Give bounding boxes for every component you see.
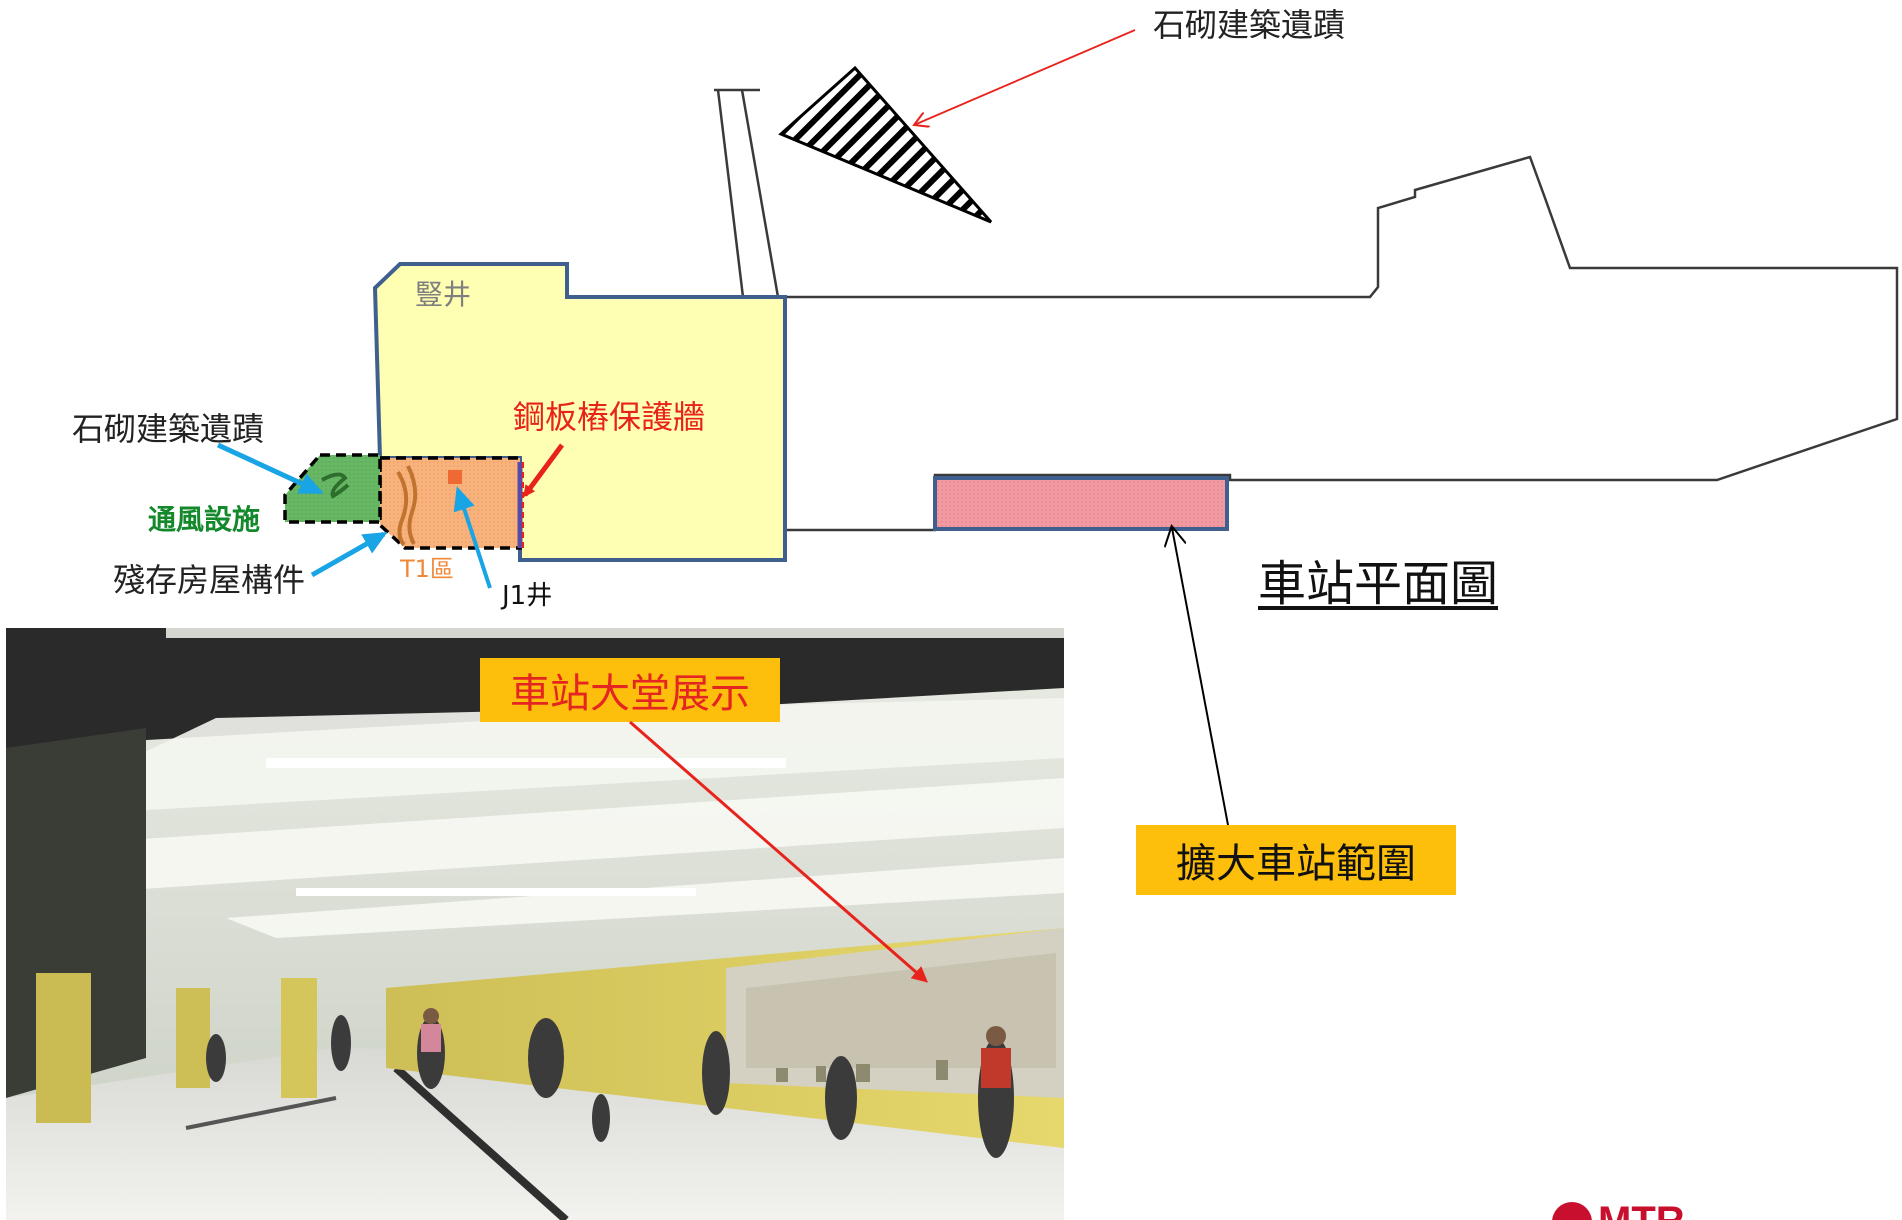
label-steel-wall: 鋼板樁保護牆 [513, 398, 706, 436]
label-t1-zone: T1區 [400, 555, 454, 583]
arrow-expand-area [1172, 528, 1229, 826]
label-concourse-display: 車站大堂展示 [480, 658, 780, 722]
arrow-steel-wall [522, 443, 565, 498]
stone-ruins-top [778, 65, 993, 224]
arrow-stone-ruins-top [914, 29, 1136, 125]
label-j1-well: J1井 [502, 581, 553, 611]
label-expand-area: 擴大車站範圍 [1136, 825, 1456, 895]
label-stone-ruins-top: 石砌建築遺蹟 [1153, 6, 1346, 44]
arrow-stone-ruins-left [216, 442, 324, 495]
station-outline [785, 155, 1899, 532]
svg-text:MTR: MTR [1598, 1200, 1685, 1220]
residual-house-lines [396, 465, 418, 547]
j1-well-mark [448, 470, 462, 484]
arrow-residual-house [310, 531, 388, 578]
arrow-j1-well [453, 486, 492, 589]
plan-title: 車站平面圖 [1258, 556, 1499, 612]
vertical-passage [714, 88, 780, 298]
mtr-logo: MTR [1548, 1200, 1708, 1220]
label-residual-house: 殘存房屋構件 [113, 561, 306, 599]
label-shaft: 豎井 [415, 278, 472, 311]
label-ventilation: 通風設施 [148, 503, 261, 536]
expanded-station-area [933, 476, 1229, 531]
label-stone-ruins-left: 石砌建築遺蹟 [72, 410, 265, 448]
